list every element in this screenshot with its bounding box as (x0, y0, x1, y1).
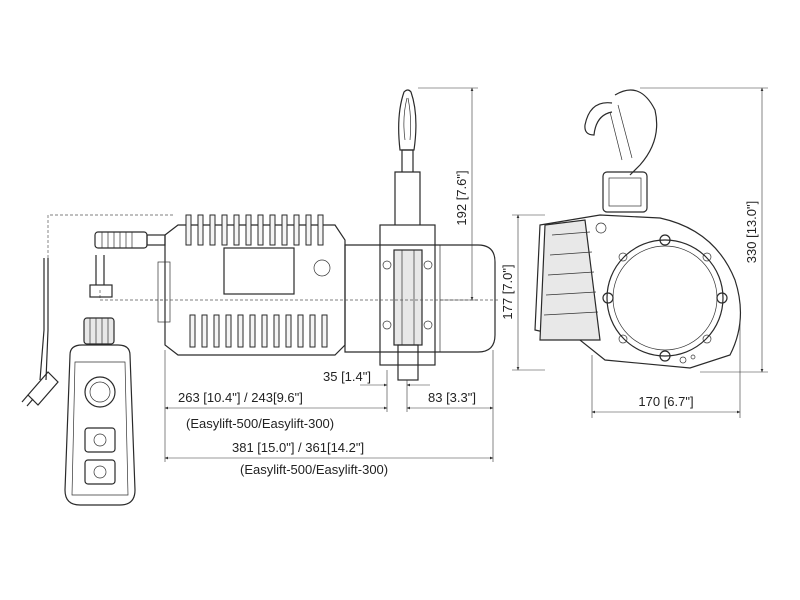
sprocket-housing (379, 224, 436, 366)
up-button (84, 427, 116, 453)
hoist-side-view (150, 89, 500, 381)
pendant-body (64, 344, 136, 506)
stop-button (84, 376, 116, 408)
end-view-housing (534, 214, 742, 369)
hook-block (602, 171, 648, 213)
dim-330-label: 330 [13.0"] (744, 201, 759, 263)
dim-381-models: (Easylift-500/Easylift-300) (240, 462, 388, 477)
bottom-hook (614, 89, 658, 176)
dim-35-label: 35 [1.4"] (323, 369, 371, 384)
cable-gland (83, 317, 115, 345)
pendant-control (21, 214, 175, 506)
suspension-bracket (394, 171, 421, 225)
dim-192-label: 192 [7.6"] (454, 170, 469, 225)
gearbox (344, 244, 496, 353)
dim-83-label: 83 [3.3"] (428, 390, 476, 405)
cable-connector (94, 231, 148, 249)
nameplate (223, 247, 295, 295)
dim-263-models: (Easylift-500/Easylift-300) (186, 416, 334, 431)
dimension-lines (164, 87, 768, 462)
dim-263-label: 263 [10.4"] / 243[9.6"] (178, 390, 303, 405)
power-plug (27, 371, 59, 406)
dimension-labels: 263 [10.4"] / 243[9.6"] (Easylift-500/Ea… (178, 170, 759, 477)
dim-170-label: 170 [6.7"] (638, 394, 693, 409)
dim-177-label: 177 [7.0"] (500, 264, 515, 319)
hoist-end-view (534, 89, 742, 369)
motor-flange (606, 239, 724, 357)
top-hook (398, 89, 417, 151)
down-button (84, 459, 116, 485)
cooling-fins (185, 214, 328, 348)
dim-381-label: 381 [15.0"] / 361[14.2"] (232, 440, 364, 455)
side-cover (539, 219, 601, 341)
